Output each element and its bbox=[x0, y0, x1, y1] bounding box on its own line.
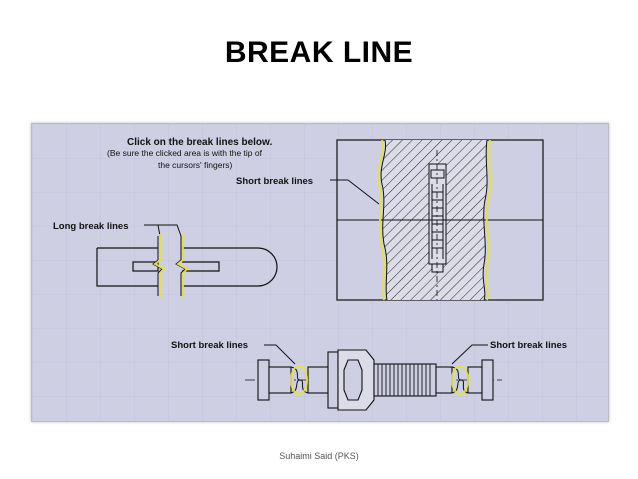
short-top-leader bbox=[330, 179, 380, 205]
slide-title: BREAK LINE bbox=[224, 36, 414, 69]
shaft-break-highlight bbox=[290, 365, 469, 395]
slide-footer: Suhaimi Said (PKS) bbox=[279, 451, 359, 461]
label-short-break-lines-right: Short break lines bbox=[490, 340, 567, 351]
thread-lines bbox=[377, 364, 431, 396]
section-break-highlight bbox=[377, 139, 492, 301]
instruction-line-1: (Be sure the clicked area is with the ti… bbox=[107, 148, 263, 158]
figure-canvas: Click on the break lines below. (Be sure… bbox=[32, 124, 608, 421]
break-line-figure: Click on the break lines below. (Be sure… bbox=[31, 123, 609, 422]
long-break-leaders bbox=[144, 224, 182, 237]
shaft-short-break-lines[interactable] bbox=[290, 366, 469, 394]
instruction-title: Click on the break lines below. bbox=[127, 137, 272, 148]
section-short-break-lines[interactable] bbox=[380, 139, 488, 301]
label-short-break-lines-left: Short break lines bbox=[171, 340, 248, 351]
label-long-break-lines: Long break lines bbox=[53, 221, 129, 232]
short-bottom-leaders bbox=[264, 344, 488, 365]
section-bolt bbox=[428, 163, 447, 273]
label-short-break-lines-top: Short break lines bbox=[236, 176, 313, 187]
instruction-line-2: the cursors' fingers) bbox=[158, 160, 233, 170]
long-break-highlight bbox=[153, 234, 189, 298]
